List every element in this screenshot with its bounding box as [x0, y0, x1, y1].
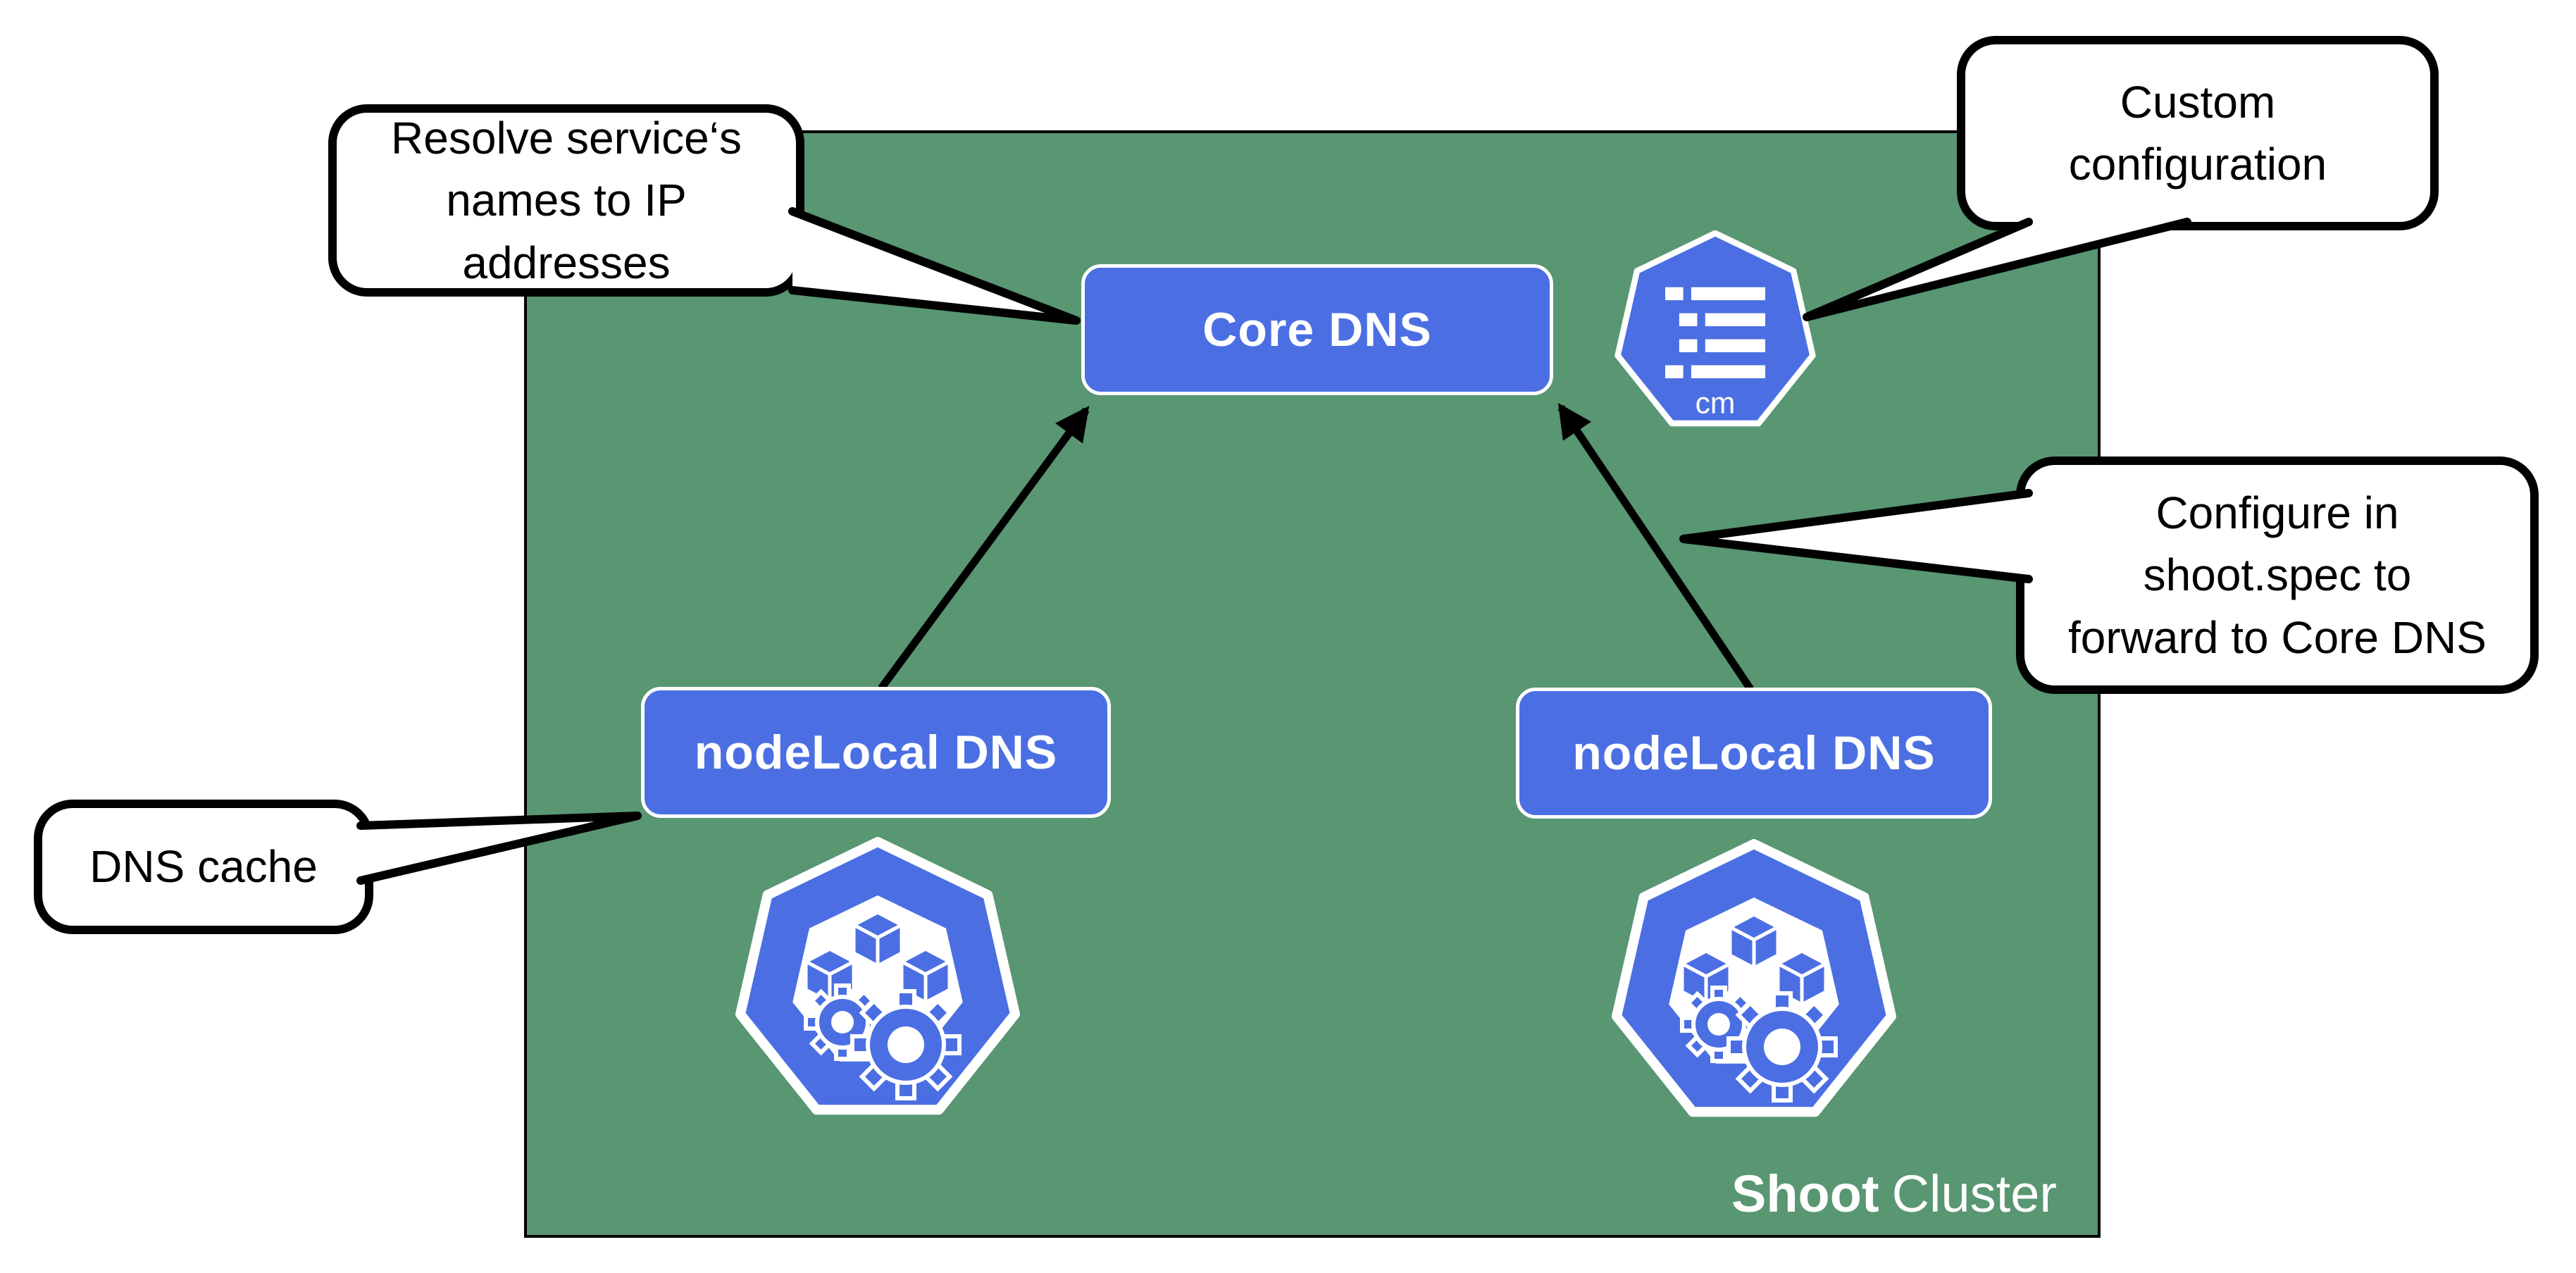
- callout-dns-cache: DNS cache: [34, 800, 373, 934]
- arrow-right-nodelocal-to-coredns: [1557, 402, 1754, 692]
- nodelocal-dns-right-label: nodeLocal DNS: [1572, 726, 1936, 780]
- callout-resolve-services: Resolve service‘s names to IP addresses: [328, 104, 804, 297]
- shoot-cluster-label-bold: Shoot: [1731, 1165, 1879, 1223]
- callout-dns-cache-text: DNS cache: [89, 841, 318, 893]
- core-dns-box: Core DNS: [1081, 264, 1553, 395]
- callout-resolve-text: Resolve service‘s names to IP addresses: [391, 113, 742, 288]
- callout-shoot-spec-text: Configure in shoot.spec to forward to Co…: [2068, 488, 2487, 663]
- callout-shoot-spec: Configure in shoot.spec to forward to Co…: [2016, 457, 2539, 694]
- core-dns-label: Core DNS: [1202, 303, 1432, 356]
- arrow-left-nodelocal-to-coredns: [878, 406, 1090, 691]
- nodelocal-dns-box-right: nodeLocal DNS: [1516, 688, 1992, 819]
- nodelocal-dns-left-label: nodeLocal DNS: [694, 726, 1058, 779]
- shoot-cluster-label-rest: Cluster: [1891, 1165, 2057, 1223]
- callout-custom-text: Custom configuration: [2068, 76, 2327, 190]
- nodelocal-dns-box-left: nodeLocal DNS: [641, 687, 1111, 818]
- configmap-icon: cm: [1614, 230, 1816, 427]
- configmap-icon-label: cm: [1695, 387, 1736, 421]
- callout-custom-configuration: Custom configuration: [1957, 36, 2439, 230]
